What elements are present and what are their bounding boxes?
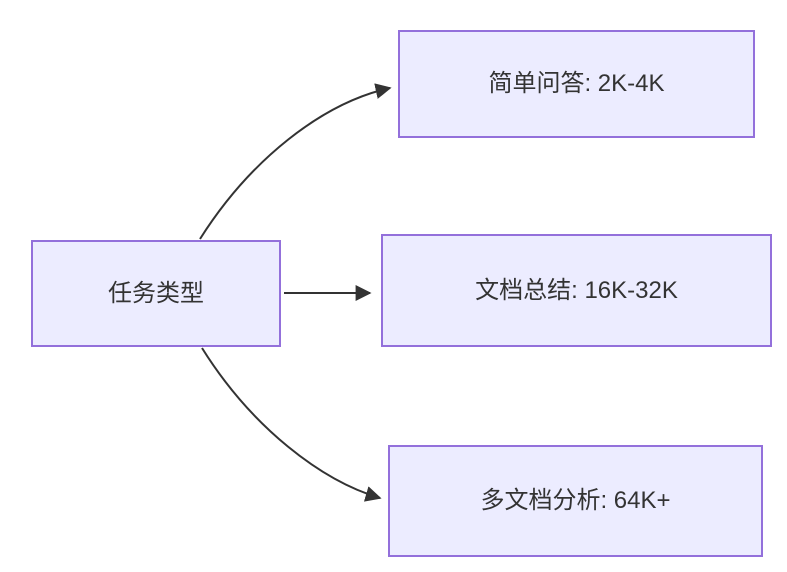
node-multi-doc-analysis-label: 多文档分析: 64K+: [480, 487, 671, 515]
node-doc-summary-label: 文档总结: 16K-32K: [475, 276, 678, 304]
node-task-type-label: 任务类型: [108, 279, 204, 307]
node-simple-qa: 简单问答: 2K-4K: [398, 30, 755, 138]
node-multi-doc-analysis: 多文档分析: 64K+: [388, 445, 763, 557]
node-simple-qa-label: 简单问答: 2K-4K: [488, 70, 665, 98]
edge-root-to-bottom: [201, 347, 382, 502]
edge-root-to-top: [199, 83, 392, 240]
node-task-type: 任务类型: [31, 240, 281, 347]
node-doc-summary: 文档总结: 16K-32K: [381, 234, 772, 347]
